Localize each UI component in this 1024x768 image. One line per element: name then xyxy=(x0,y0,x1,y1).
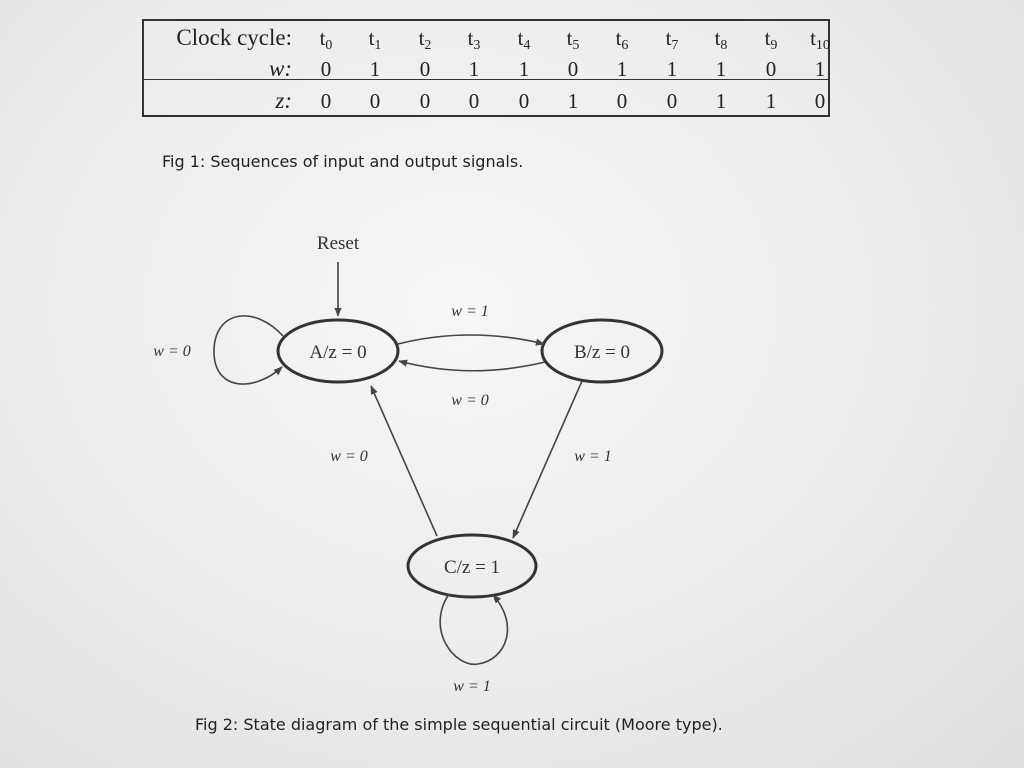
clock-cycle-subscript: 1 xyxy=(374,38,382,53)
w-value-cell: 1 xyxy=(616,57,628,81)
clock-cycle-base: t xyxy=(517,26,524,50)
edge-c-self xyxy=(439,593,509,665)
clock-cycle-subscript: 3 xyxy=(473,38,481,53)
reset-label: Reset xyxy=(317,233,360,254)
clock-cycle-cell: t1 xyxy=(355,23,395,61)
z-value-cell: 0 xyxy=(369,89,381,113)
state-c-label: C/z = 1 xyxy=(444,557,500,578)
clock-cycle-base: t xyxy=(615,26,622,50)
edge-c-to-a-label: w = 0 xyxy=(330,448,367,465)
z-value-cell: 0 xyxy=(814,89,826,113)
w-value-cell: 1 xyxy=(666,57,678,81)
z-value-cell: 0 xyxy=(666,89,678,113)
z-value-cell: 0 xyxy=(419,89,431,113)
edge-b-to-a xyxy=(398,359,546,372)
w-label: w: xyxy=(269,56,292,81)
clock-cycle-subscript: 8 xyxy=(720,38,728,53)
clock-cycle-cell: t6 xyxy=(602,23,642,61)
w-value-cell: 1 xyxy=(518,57,530,81)
z-value-cell: 1 xyxy=(715,89,727,113)
z-value-cell: 1 xyxy=(765,89,777,113)
z-value-cell: 0 xyxy=(518,89,530,113)
clock-cycle-subscript: 10 xyxy=(815,38,830,53)
edge-a-self xyxy=(213,315,284,385)
z-value-cell: 0 xyxy=(320,89,332,113)
clock-cycle-cell: t8 xyxy=(701,23,741,61)
state-b-label: B/z = 0 xyxy=(574,342,630,363)
edge-b-to-a-label: w = 0 xyxy=(451,392,488,409)
clock-cycle-base: t xyxy=(368,26,375,50)
clock-cycle-base: t xyxy=(714,26,721,50)
w-value-cell: 0 xyxy=(419,57,431,81)
clock-cycle-subscript: 5 xyxy=(572,38,580,53)
z-value-cell: 0 xyxy=(468,89,480,113)
edge-c-self-label: w = 1 xyxy=(453,678,490,695)
clock-cycle-subscript: 2 xyxy=(424,38,432,53)
clock-cycle-cell: t3 xyxy=(454,23,494,61)
edge-a-to-b xyxy=(397,334,545,346)
state-c xyxy=(406,533,538,599)
clock-cycle-base: t xyxy=(764,26,771,50)
w-value-cell: 1 xyxy=(369,57,381,81)
w-value-cell: 1 xyxy=(715,57,727,81)
clock-cycle-base: t xyxy=(665,26,672,50)
clock-cycle-base: t xyxy=(319,26,326,50)
w-row: w: 0 1 0 1 1 0 1 1 1 0 1 xyxy=(144,54,828,84)
clock-cycle-cell: t10 xyxy=(800,23,840,61)
z-row: z: 0 0 0 0 0 1 0 0 1 1 0 xyxy=(144,86,828,116)
w-value-cell: 1 xyxy=(814,57,826,81)
z-value-cell: 1 xyxy=(567,89,579,113)
clock-cycle-cell: t0 xyxy=(306,23,346,61)
clock-cycle-cell: t7 xyxy=(652,23,692,61)
edge-a-to-b-label: w = 1 xyxy=(451,303,488,320)
w-value-cell: 0 xyxy=(320,57,332,81)
z-label: z: xyxy=(275,88,292,113)
edge-b-to-c-label: w = 1 xyxy=(574,448,611,465)
edge-b-to-c xyxy=(512,380,583,539)
clock-cycle-subscript: 7 xyxy=(671,38,679,53)
state-b xyxy=(540,318,664,384)
clock-cycle-base: t xyxy=(566,26,573,50)
fig2-caption: Fig 2: State diagram of the simple seque… xyxy=(195,715,723,734)
clock-cycle-cell: t5 xyxy=(553,23,593,61)
state-a-label: A/z = 0 xyxy=(309,342,366,363)
clock-cycle-cell: t9 xyxy=(751,23,791,61)
clock-cycle-label: Clock cycle: xyxy=(176,25,292,50)
clock-cycle-cell: t2 xyxy=(405,23,445,61)
clock-cycle-cell: t4 xyxy=(504,23,544,61)
edge-a-self-label: w = 0 xyxy=(153,343,190,360)
clock-cycle-subscript: 6 xyxy=(621,38,629,53)
z-value-cell: 0 xyxy=(616,89,628,113)
state-a xyxy=(276,318,400,384)
clock-cycle-base: t xyxy=(467,26,474,50)
clock-cycle-subscript: 0 xyxy=(325,38,333,53)
w-value-cell: 1 xyxy=(468,57,480,81)
clock-cycle-subscript: 9 xyxy=(770,38,778,53)
clock-cycle-base: t xyxy=(418,26,425,50)
fig1-caption: Fig 1: Sequences of input and output sig… xyxy=(162,152,524,171)
clock-cycle-subscript: 4 xyxy=(523,38,531,53)
w-value-cell: 0 xyxy=(567,57,579,81)
w-value-cell: 0 xyxy=(765,57,777,81)
edge-c-to-a xyxy=(370,385,438,537)
clock-cycle-base: t xyxy=(810,26,816,50)
table-divider xyxy=(144,79,828,80)
